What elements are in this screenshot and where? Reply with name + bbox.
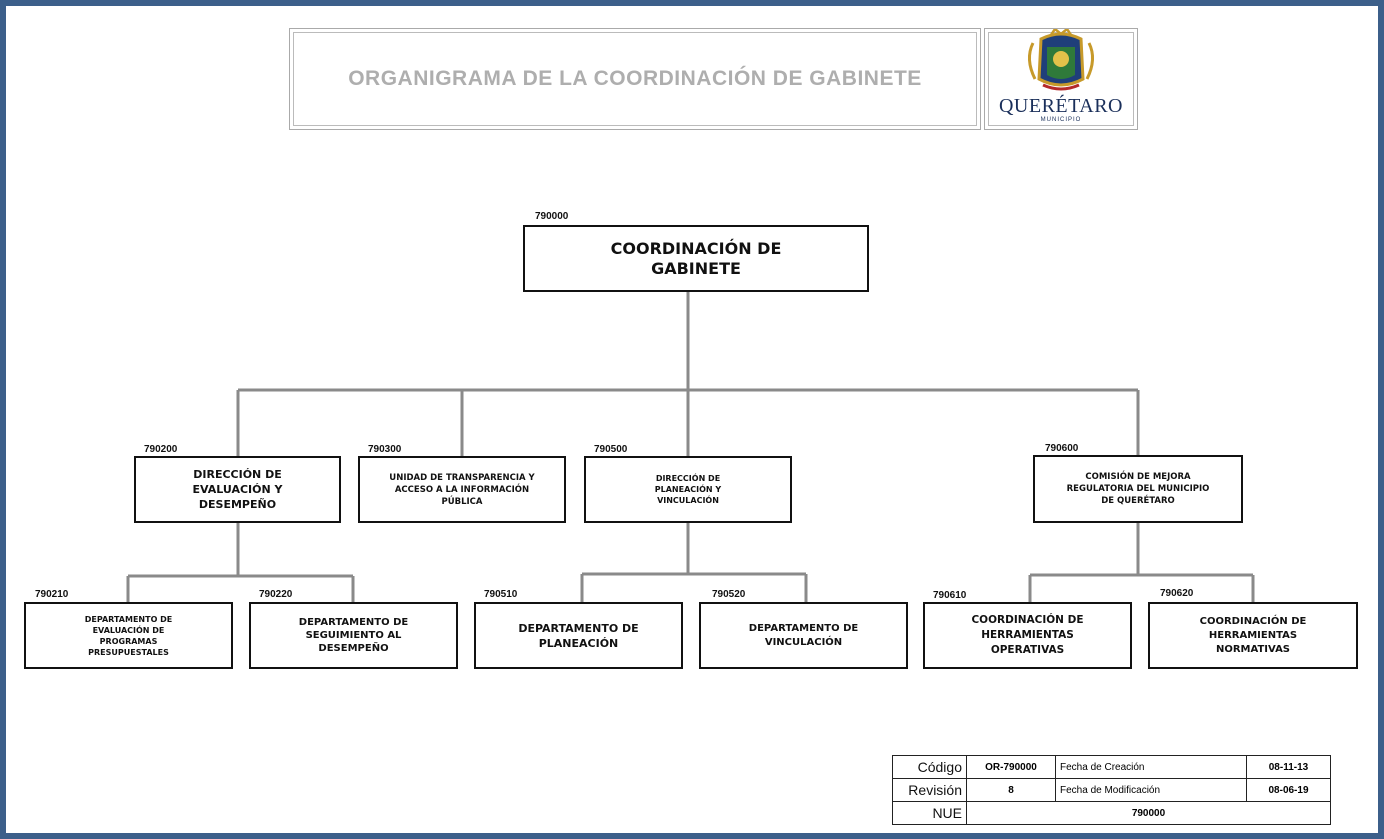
node-label: DEPARTAMENTO DE SEGUIMIENTO AL DESEMPEÑO [298, 617, 409, 654]
table-row: Código OR-790000 Fecha de Creación 08-11… [892, 755, 1331, 779]
node-code-790520: 790520 [712, 589, 746, 600]
revision-label: Revisión [892, 778, 967, 802]
org-chart-page: ORGANIGRAMA DE LA COORDINACIÓN DE GABINE… [6, 6, 1378, 833]
node-depto-seguimiento-desempeno: DEPARTAMENTO DE SEGUIMIENTO AL DESEMPEÑO [249, 602, 458, 669]
node-label: DEPARTAMENTO DE VINCULACIÓN [748, 622, 859, 648]
node-code-790210: 790210 [35, 589, 69, 600]
node-label: DIRECCIÓN DE EVALUACIÓN Y DESEMPEÑO [192, 468, 283, 511]
document-info-table: Código OR-790000 Fecha de Creación 08-11… [892, 755, 1331, 825]
modificacion-value: 08-06-19 [1246, 778, 1331, 802]
node-unidad-transparencia: UNIDAD DE TRANSPARENCIA Y ACCESO A LA IN… [358, 456, 566, 523]
nue-label: NUE [892, 801, 967, 825]
node-code-790600: 790600 [1045, 443, 1079, 454]
node-code-790200: 790200 [144, 444, 178, 455]
node-label: COORDINACIÓN DE HERRAMIENTAS NORMATIVAS [1199, 615, 1307, 655]
node-code-790220: 790220 [259, 589, 293, 600]
table-row: Revisión 8 Fecha de Modificación 08-06-1… [892, 778, 1331, 802]
node-coordinacion-de-gabinete: COORDINACIÓN DE GABINETE [523, 225, 869, 292]
node-label: COMISIÓN DE MEJORA REGULATORIA DEL MUNIC… [1066, 472, 1210, 506]
creacion-value: 08-11-13 [1246, 755, 1331, 779]
node-code-790620: 790620 [1160, 588, 1194, 599]
nue-value: 790000 [966, 801, 1331, 825]
revision-value: 8 [966, 778, 1056, 802]
page-title: ORGANIGRAMA DE LA COORDINACIÓN DE GABINE… [348, 67, 922, 90]
node-label: DEPARTAMENTO DE PLANEACIÓN [518, 621, 639, 650]
logo-subtitle: MUNICIPIO [1040, 117, 1082, 123]
node-depto-planeacion: DEPARTAMENTO DE PLANEACIÓN [474, 602, 683, 669]
logo: QUERÉTARO MUNICIPIO [984, 28, 1138, 130]
title-box: ORGANIGRAMA DE LA COORDINACIÓN DE GABINE… [289, 28, 981, 130]
node-coord-herramientas-operativas: COORDINACIÓN DE HERRAMIENTAS OPERATIVAS [923, 602, 1132, 669]
node-label: DEPARTAMENTO DE EVALUACIÓN DE PROGRAMAS … [84, 614, 173, 657]
node-code-790610: 790610 [933, 590, 967, 601]
node-label: COORDINACIÓN DE GABINETE [610, 238, 782, 278]
table-row: NUE 790000 [892, 801, 1331, 825]
node-code-790500: 790500 [594, 444, 628, 455]
creacion-label: Fecha de Creación [1055, 755, 1247, 779]
node-code-790300: 790300 [368, 444, 402, 455]
connector-lines [126, 292, 1255, 602]
coat-of-arms-icon [1028, 29, 1094, 91]
node-coord-herramientas-normativas: COORDINACIÓN DE HERRAMIENTAS NORMATIVAS [1148, 602, 1358, 669]
node-code-790000: 790000 [535, 211, 569, 222]
node-label: UNIDAD DE TRANSPARENCIA Y ACCESO A LA IN… [389, 472, 535, 507]
node-comision-mejora-regulatoria: COMISIÓN DE MEJORA REGULATORIA DEL MUNIC… [1033, 455, 1243, 523]
modificacion-label: Fecha de Modificación [1055, 778, 1247, 802]
logo-wordmark: QUERÉTARO [998, 95, 1123, 117]
node-label: COORDINACIÓN DE HERRAMIENTAS OPERATIVAS [971, 614, 1084, 656]
node-direccion-planeacion-vinculacion: DIRECCIÓN DE PLANEACIÓN Y VINCULACIÓN [584, 456, 792, 523]
node-depto-evaluacion-programas: DEPARTAMENTO DE EVALUACIÓN DE PROGRAMAS … [24, 602, 233, 669]
node-code-790510: 790510 [484, 589, 518, 600]
codigo-label: Código [892, 755, 967, 779]
node-label: DIRECCIÓN DE PLANEACIÓN Y VINCULACIÓN [654, 474, 722, 505]
node-direccion-evaluacion-desempeno: DIRECCIÓN DE EVALUACIÓN Y DESEMPEÑO [134, 456, 341, 523]
node-depto-vinculacion: DEPARTAMENTO DE VINCULACIÓN [699, 602, 908, 669]
codigo-value: OR-790000 [966, 755, 1056, 779]
